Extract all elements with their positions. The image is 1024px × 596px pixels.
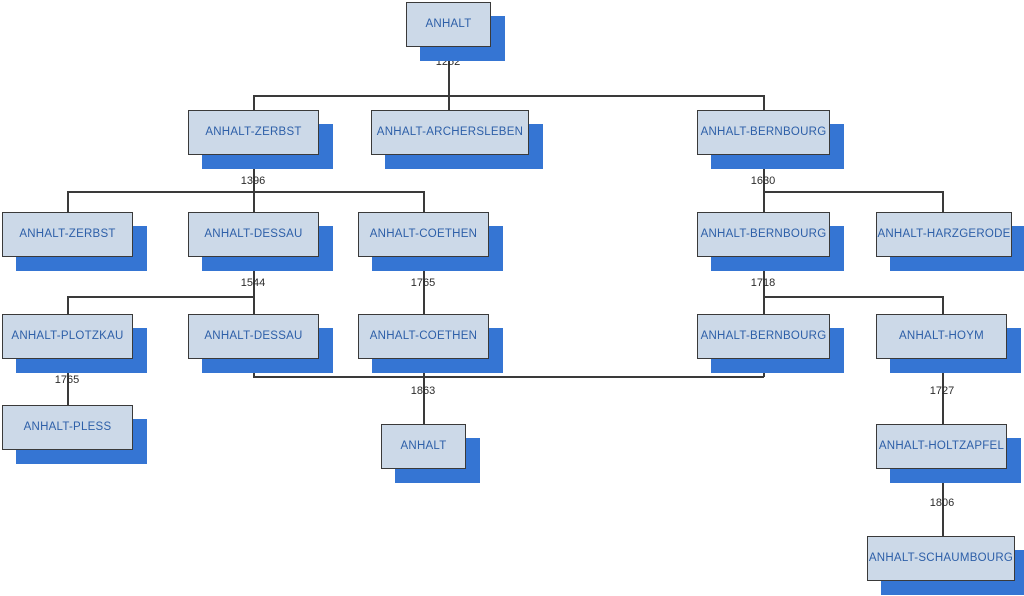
territory-node[interactable]: ANHALT-BERNBOURG	[697, 110, 844, 169]
node-face: ANHALT-PLESS	[2, 405, 133, 450]
territory-node[interactable]: ANHALT-PLESS	[2, 405, 147, 464]
connector-vertical	[942, 469, 944, 537]
node-face: ANHALT-COETHEN	[358, 212, 489, 257]
connector-vertical	[763, 155, 765, 192]
territory-name-label: ANHALT-PLESS	[23, 420, 112, 433]
division-year-label: 1806	[929, 497, 955, 509]
node-face: ANHALT-BERNBOURG	[697, 212, 830, 257]
territory-node[interactable]: ANHALT-HOYM	[876, 314, 1021, 373]
territory-name-label: ANHALT	[425, 17, 472, 30]
division-year-label: 1863	[410, 385, 436, 397]
territory-name-label: ANHALT-ARCHERSLEBEN	[376, 125, 524, 138]
territory-name-label: ANHALT-COETHEN	[369, 227, 478, 240]
territory-node[interactable]: ANHALT-ZERBST	[2, 212, 147, 271]
division-year-label: 1396	[240, 175, 266, 187]
territory-name-label: ANHALT-HARZGERODE	[877, 227, 1011, 240]
node-face: ANHALT-ARCHERSLEBEN	[371, 110, 529, 155]
territory-node[interactable]: ANHALT-HARZGERODE	[876, 212, 1024, 271]
node-face: ANHALT-ZERBST	[188, 110, 319, 155]
division-year-label: 1718	[750, 277, 776, 289]
territory-node[interactable]: ANHALT-COETHEN	[358, 212, 503, 271]
territory-name-label: ANHALT-BERNBOURG	[700, 227, 827, 240]
connector-vertical	[763, 257, 765, 297]
territory-name-label: ANHALT-BERNBOURG	[700, 125, 827, 138]
connector-vertical	[942, 359, 944, 425]
node-face: ANHALT-SCHAUMBOURG	[867, 536, 1015, 581]
connector-horizontal	[763, 296, 943, 298]
connector-vertical	[67, 296, 69, 315]
node-face: ANHALT-HOLTZAPFEL	[876, 424, 1007, 469]
territory-node[interactable]: ANHALT-PLOTZKAU	[2, 314, 147, 373]
territory-name-label: ANHALT-ZERBST	[205, 125, 302, 138]
connector-vertical	[763, 95, 765, 111]
territory-node[interactable]: ANHALT-COETHEN	[358, 314, 503, 373]
territory-node[interactable]: ANHALT-SCHAUMBOURG	[867, 536, 1024, 595]
territory-name-label: ANHALT-DESSAU	[204, 329, 303, 342]
connector-vertical	[423, 257, 425, 315]
territory-name-label: ANHALT-ZERBST	[19, 227, 116, 240]
territory-node[interactable]: ANHALT-DESSAU	[188, 314, 333, 373]
connector-vertical	[253, 296, 255, 315]
territory-name-label: ANHALT	[400, 439, 447, 452]
connector-vertical	[253, 155, 255, 192]
territory-node[interactable]: ANHALT-BERNBOURG	[697, 314, 844, 373]
connector-vertical	[942, 296, 944, 315]
node-face: ANHALT-HOYM	[876, 314, 1007, 359]
division-year-label: 1765	[54, 374, 80, 386]
connector-vertical	[253, 191, 255, 213]
connector-vertical	[67, 191, 69, 213]
territory-node[interactable]: ANHALT	[406, 2, 505, 61]
territory-node[interactable]: ANHALT-BERNBOURG	[697, 212, 844, 271]
division-year-label: 1727	[929, 385, 955, 397]
territory-node[interactable]: ANHALT-DESSAU	[188, 212, 333, 271]
connector-horizontal	[253, 95, 764, 97]
territory-node[interactable]: ANHALT-ZERBST	[188, 110, 333, 169]
connector-horizontal	[253, 376, 764, 378]
connector-vertical	[763, 191, 765, 213]
territory-name-label: ANHALT-SCHAUMBOURG	[868, 551, 1014, 564]
connector-vertical	[423, 359, 425, 425]
connector-horizontal	[67, 296, 254, 298]
territory-node[interactable]: ANHALT-ARCHERSLEBEN	[371, 110, 543, 169]
connector-vertical	[253, 95, 255, 111]
division-year-label: 1765	[410, 277, 436, 289]
connector-horizontal	[67, 191, 424, 193]
node-face: ANHALT-BERNBOURG	[697, 314, 830, 359]
node-face: ANHALT-COETHEN	[358, 314, 489, 359]
node-face: ANHALT	[406, 2, 491, 47]
territory-name-label: ANHALT-BERNBOURG	[700, 329, 827, 342]
connector-horizontal	[763, 191, 943, 193]
division-year-label: 1630	[750, 175, 776, 187]
territory-name-label: ANHALT-COETHEN	[369, 329, 478, 342]
node-face: ANHALT-PLOTZKAU	[2, 314, 133, 359]
territory-name-label: ANHALT-PLOTZKAU	[11, 329, 124, 342]
territory-name-label: ANHALT-HOYM	[899, 329, 984, 342]
node-face: ANHALT-ZERBST	[2, 212, 133, 257]
territory-name-label: ANHALT-DESSAU	[204, 227, 303, 240]
node-face: ANHALT-DESSAU	[188, 314, 319, 359]
connector-vertical	[448, 95, 450, 111]
territory-name-label: ANHALT-HOLTZAPFEL	[878, 439, 1005, 452]
territory-node[interactable]: ANHALT-HOLTZAPFEL	[876, 424, 1021, 483]
division-year-label: 1252	[435, 56, 461, 68]
node-face: ANHALT	[381, 424, 466, 469]
territory-node[interactable]: ANHALT	[381, 424, 480, 483]
connector-vertical	[763, 296, 765, 315]
connector-vertical	[67, 359, 69, 406]
node-face: ANHALT-BERNBOURG	[697, 110, 830, 155]
node-face: ANHALT-DESSAU	[188, 212, 319, 257]
division-year-label: 1544	[240, 277, 266, 289]
connector-vertical	[942, 191, 944, 213]
connector-vertical	[423, 191, 425, 213]
node-face: ANHALT-HARZGERODE	[876, 212, 1012, 257]
connector-vertical	[253, 257, 255, 297]
connector-vertical	[448, 47, 450, 95]
